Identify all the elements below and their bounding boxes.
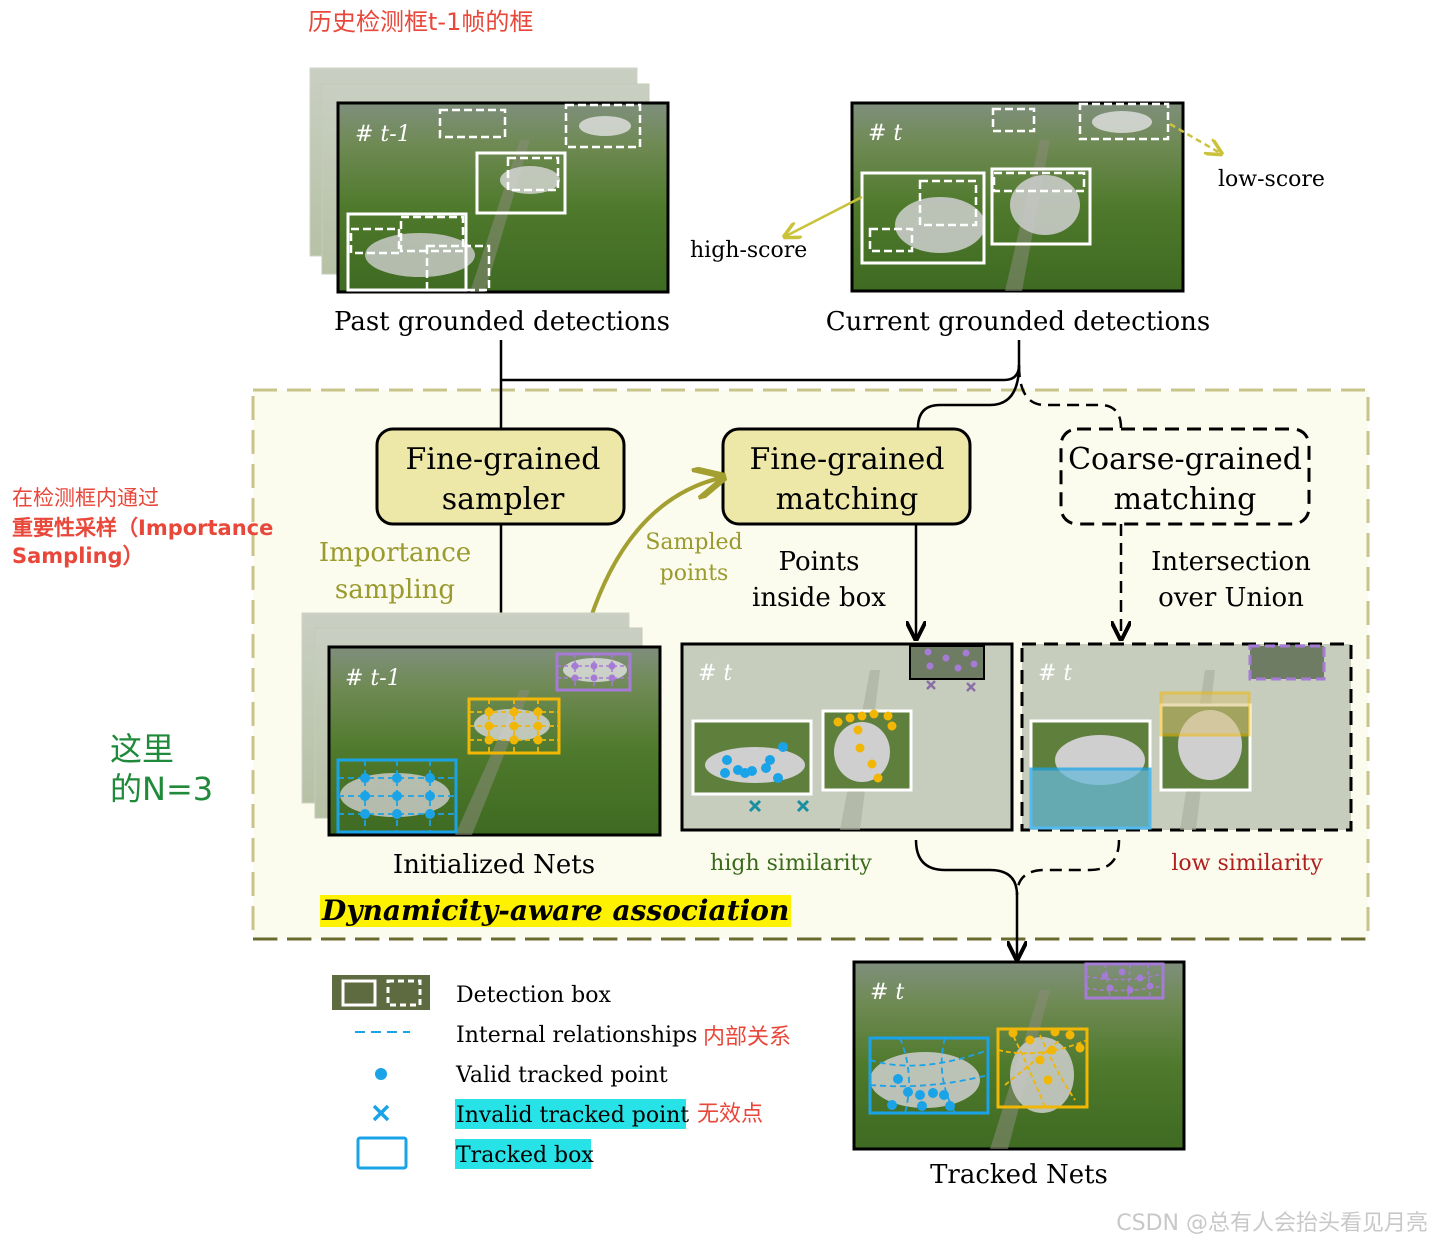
current-frame-label: # t <box>868 121 902 146</box>
tracked-frame <box>852 960 1186 1151</box>
tracked-caption: Tracked Nets <box>930 1160 1108 1190</box>
left-note-line3: Sampling） <box>12 544 144 568</box>
coarse-matching-frame <box>1020 642 1353 832</box>
legend-valid-icon <box>375 1068 387 1080</box>
fine-matching-line2: matching <box>776 482 919 517</box>
legend-valid-label: Valid tracked point <box>455 1063 668 1088</box>
current-to-fine-line <box>916 364 1021 429</box>
sampler-line1: Fine-grained <box>406 442 601 477</box>
section-title: Dynamicity-aware association <box>321 894 789 927</box>
initialized-frame-label: # t-1 <box>345 666 401 691</box>
current-frame <box>850 101 1185 293</box>
legend-invalid-icon <box>372 1104 390 1122</box>
section-title-highlight <box>320 895 791 927</box>
left-note-line2: 重要性采样（Importance <box>12 516 273 540</box>
current-caption: Current grounded detections <box>826 307 1210 337</box>
coarse-matching-line2: matching <box>1114 482 1257 517</box>
high-score-arrow <box>786 195 863 236</box>
importance-label-1: Importance <box>319 538 471 568</box>
high-score-label: high-score <box>690 238 807 263</box>
legend-internal-label: Internal relationships <box>456 1023 697 1048</box>
fine-matching-frame <box>680 642 1014 832</box>
internal-annotation: 内部关系 <box>703 1025 791 1050</box>
legend-tracked-icon <box>356 1136 408 1170</box>
left-note-line1: 在检测框内通过 <box>12 486 159 510</box>
importance-label-2: sampling <box>335 575 455 605</box>
current-branch-line <box>501 340 1021 382</box>
n-note-line2: 的N=3 <box>110 770 213 808</box>
iou-label-2: over Union <box>1158 583 1304 613</box>
n-note-line1: 这里 <box>110 730 174 768</box>
sampled-points-arrow <box>588 478 720 621</box>
tracked-frame-label: # t <box>870 980 904 1005</box>
inside-label-1: Points <box>779 547 860 577</box>
coarse-matching-line1: Coarse-grained <box>1068 442 1302 477</box>
legend-detection-label: Detection box <box>456 983 611 1008</box>
high-similarity-label: high similarity <box>710 851 872 876</box>
past-caption: Past grounded detections <box>334 307 670 337</box>
fine-to-tracked-line <box>914 839 1019 896</box>
legend-tracked-label: Tracked box <box>456 1143 594 1168</box>
fine-matching-line1: Fine-grained <box>750 442 945 477</box>
past-frames-stack <box>309 67 670 294</box>
fine-matching-frame-label: # t <box>698 661 732 686</box>
sampled-label-1: Sampled <box>645 530 742 555</box>
coarse-grained-matching-box <box>1059 427 1311 526</box>
legend <box>332 975 686 1170</box>
watermark: CSDN @总有人会抬头看见月亮 <box>1116 1211 1428 1236</box>
initialized-frames-stack <box>301 612 662 837</box>
initialized-caption: Initialized Nets <box>393 850 595 880</box>
past-frame-label: # t-1 <box>355 122 411 147</box>
coarse-to-tracked-line <box>1015 839 1121 896</box>
low-similarity-label: low similarity <box>1171 851 1323 876</box>
sampled-label-2: points <box>660 561 729 586</box>
invalid-annotation: 无效点 <box>697 1102 763 1127</box>
legend-invalid-label: Invalid tracked point <box>456 1103 689 1128</box>
iou-label-1: Intersection <box>1151 547 1311 577</box>
current-to-coarse-line <box>1017 364 1123 429</box>
low-score-label: low-score <box>1218 167 1325 192</box>
sampler-line2: sampler <box>442 482 565 517</box>
coarse-matching-frame-label: # t <box>1038 661 1072 686</box>
top-annotation: 历史检测框t-1帧的框 <box>308 8 533 36</box>
inside-label-2: inside box <box>752 583 886 613</box>
